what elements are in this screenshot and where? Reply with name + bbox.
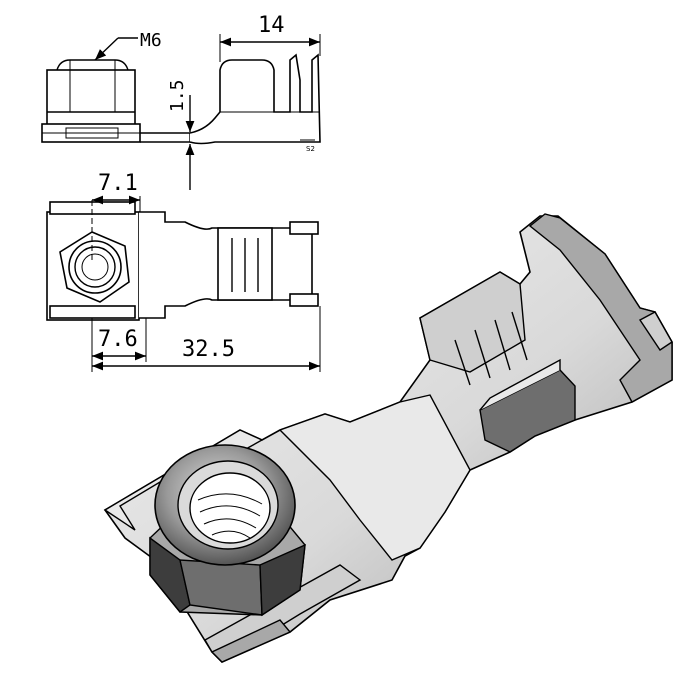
iso-thread-hole — [189, 472, 271, 544]
dim-76-label: 7.6 — [98, 327, 138, 352]
m6-label: M6 — [140, 30, 162, 51]
dim-325-label: 32.5 — [182, 337, 235, 362]
dim-71-label: 7.1 — [98, 171, 138, 196]
side-nut-crown — [56, 59, 129, 71]
side-nut-body — [46, 69, 136, 127]
iso-right-tab — [528, 213, 673, 403]
isometric-view — [103, 213, 673, 663]
dim-15-label: 1.5 — [167, 79, 188, 112]
m6-leader — [94, 37, 119, 61]
side-crimp — [189, 53, 321, 145]
side-view: S2 M6 14 1.5 — [41, 13, 321, 190]
iso-crimp-back — [419, 271, 526, 373]
svg-text:S2: S2 — [306, 145, 315, 153]
iso-crimp-front — [479, 369, 576, 453]
dim-14-label: 14 — [258, 13, 285, 38]
side-plate — [140, 132, 191, 143]
iso-tongue — [278, 394, 471, 561]
top-view: 7.1 7.6 32.5 — [46, 171, 321, 372]
